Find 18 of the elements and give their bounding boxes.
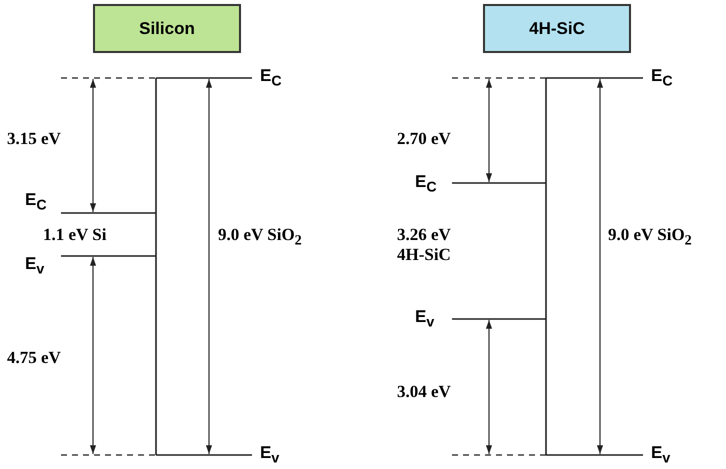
energy-gap-label: 9.0 eV SiO$_{2}$	[608, 225, 692, 250]
energy-gap-label: 3.04 eV	[397, 382, 451, 402]
energy-level-label: E$_{v}$	[25, 254, 44, 278]
material-header-box: Silicon	[93, 4, 241, 53]
energy-level-label: E$_{C}$	[651, 66, 673, 90]
energy-level-label: E$_{v}$	[415, 307, 434, 330]
energy-gap-label: 2.70 eV	[397, 129, 451, 149]
material-header-box: 4H-SiC	[483, 4, 631, 53]
energy-gap-label: 9.0 eV SiO$_{2}$	[218, 225, 302, 250]
energy-level-label: E$_{v}$	[651, 443, 670, 466]
energy-gap-label: 1.1 eV Si	[43, 225, 106, 245]
energy-level-label: E$_{C}$	[260, 66, 282, 90]
energy-level-label: E$_{C}$	[25, 190, 47, 214]
energy-gap-label: 3.15 eV	[7, 129, 61, 149]
energy-level-label: E$_{v}$	[260, 443, 280, 466]
energy-gap-label: 3.26 eV 4H-SiC	[397, 225, 452, 265]
energy-level-label: E$_{C}$	[415, 172, 437, 196]
energy-gap-label: 4.75 eV	[7, 348, 61, 368]
